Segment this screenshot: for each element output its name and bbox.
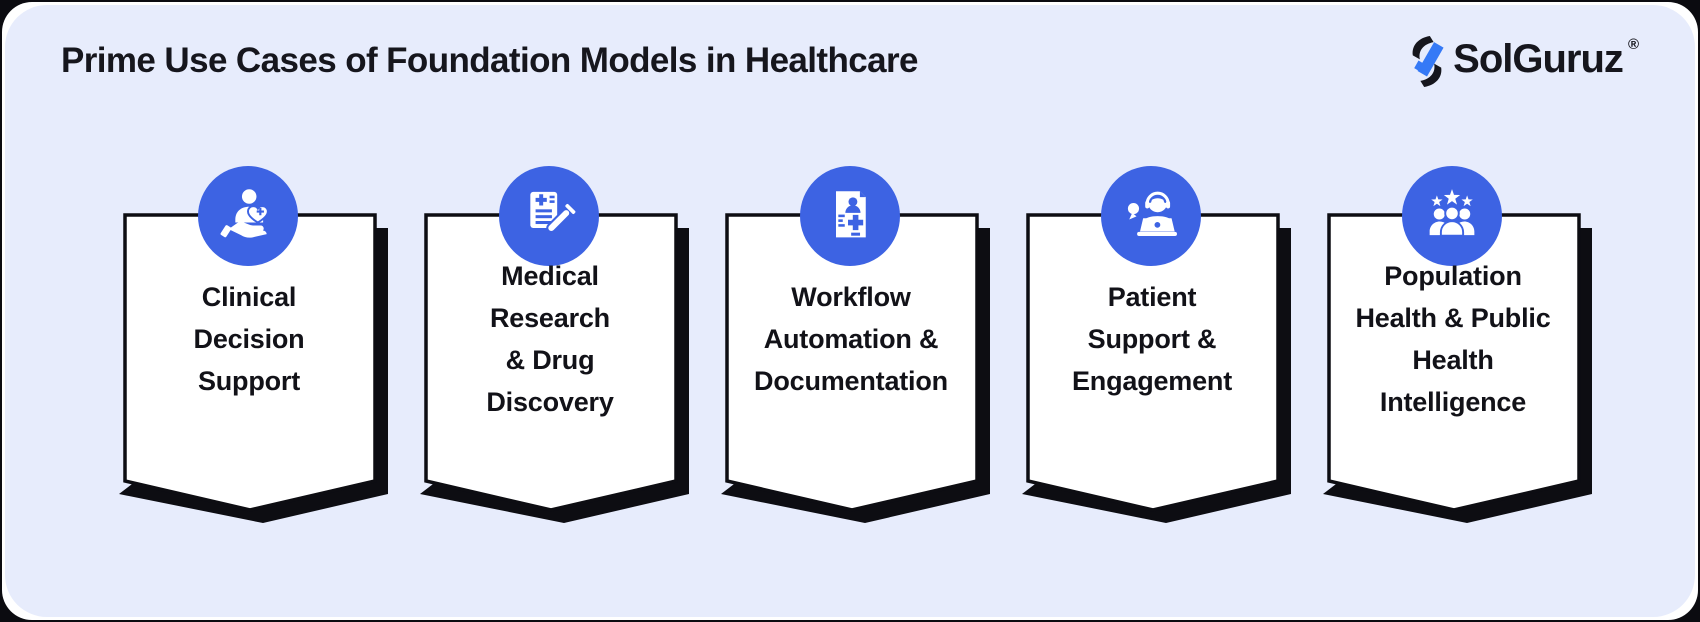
card-label-line: Population — [1384, 261, 1522, 291]
card-label-line: Health & Public — [1355, 303, 1551, 333]
card-icon-badge — [198, 166, 298, 266]
patient-record-document-icon — [822, 186, 878, 247]
card-label-line: Support & — [1087, 324, 1217, 354]
card-pennant-shape — [1323, 213, 1592, 523]
people-group-stars-icon — [1423, 185, 1481, 248]
card-icon-badge — [1402, 166, 1502, 266]
card-icon-badge — [800, 166, 900, 266]
card-label-line: Support — [197, 366, 301, 396]
card-label-line: Research — [490, 303, 610, 333]
card-icon-badge — [499, 166, 599, 266]
card-label-line: Workflow — [791, 282, 911, 312]
card-label-line: Engagement — [1071, 366, 1233, 396]
card-pennant-shape — [119, 213, 388, 523]
card-label-line: Documentation — [754, 366, 948, 396]
card-icon-badge — [1101, 166, 1201, 266]
card-pennant-shape — [420, 213, 689, 523]
card-label-line: Decision — [193, 324, 305, 354]
card-label-line: Health — [1412, 345, 1494, 375]
card-label-line: & Drug — [505, 345, 595, 375]
registered-mark: ® — [1627, 36, 1639, 53]
page-title: Prime Use Cases of Foundation Models in … — [61, 40, 918, 80]
header: Prime Use Cases of Foundation Models in … — [61, 33, 1639, 88]
support-agent-laptop-icon — [1122, 185, 1180, 248]
medical-report-testtube-icon — [521, 186, 577, 247]
hand-holding-patient-icon — [219, 185, 277, 248]
card-label-line: Intelligence — [1379, 387, 1527, 417]
content-panel: Prime Use Cases of Foundation Models in … — [5, 5, 1695, 617]
card-pennant-shape — [1022, 213, 1291, 523]
card-label-line: Clinical — [201, 282, 297, 312]
card-label-line: Medical — [501, 261, 599, 291]
card-label-line: Discovery — [486, 387, 614, 417]
card-label-line: Patient — [1107, 282, 1197, 312]
card-label-line: Automation & — [763, 324, 939, 354]
logo-text: SolGuruz — [1453, 37, 1624, 81]
logo: SolGuruz ® — [1406, 33, 1639, 88]
solguruz-bolt-icon — [1406, 33, 1448, 88]
card-pennant-shape — [721, 213, 990, 523]
